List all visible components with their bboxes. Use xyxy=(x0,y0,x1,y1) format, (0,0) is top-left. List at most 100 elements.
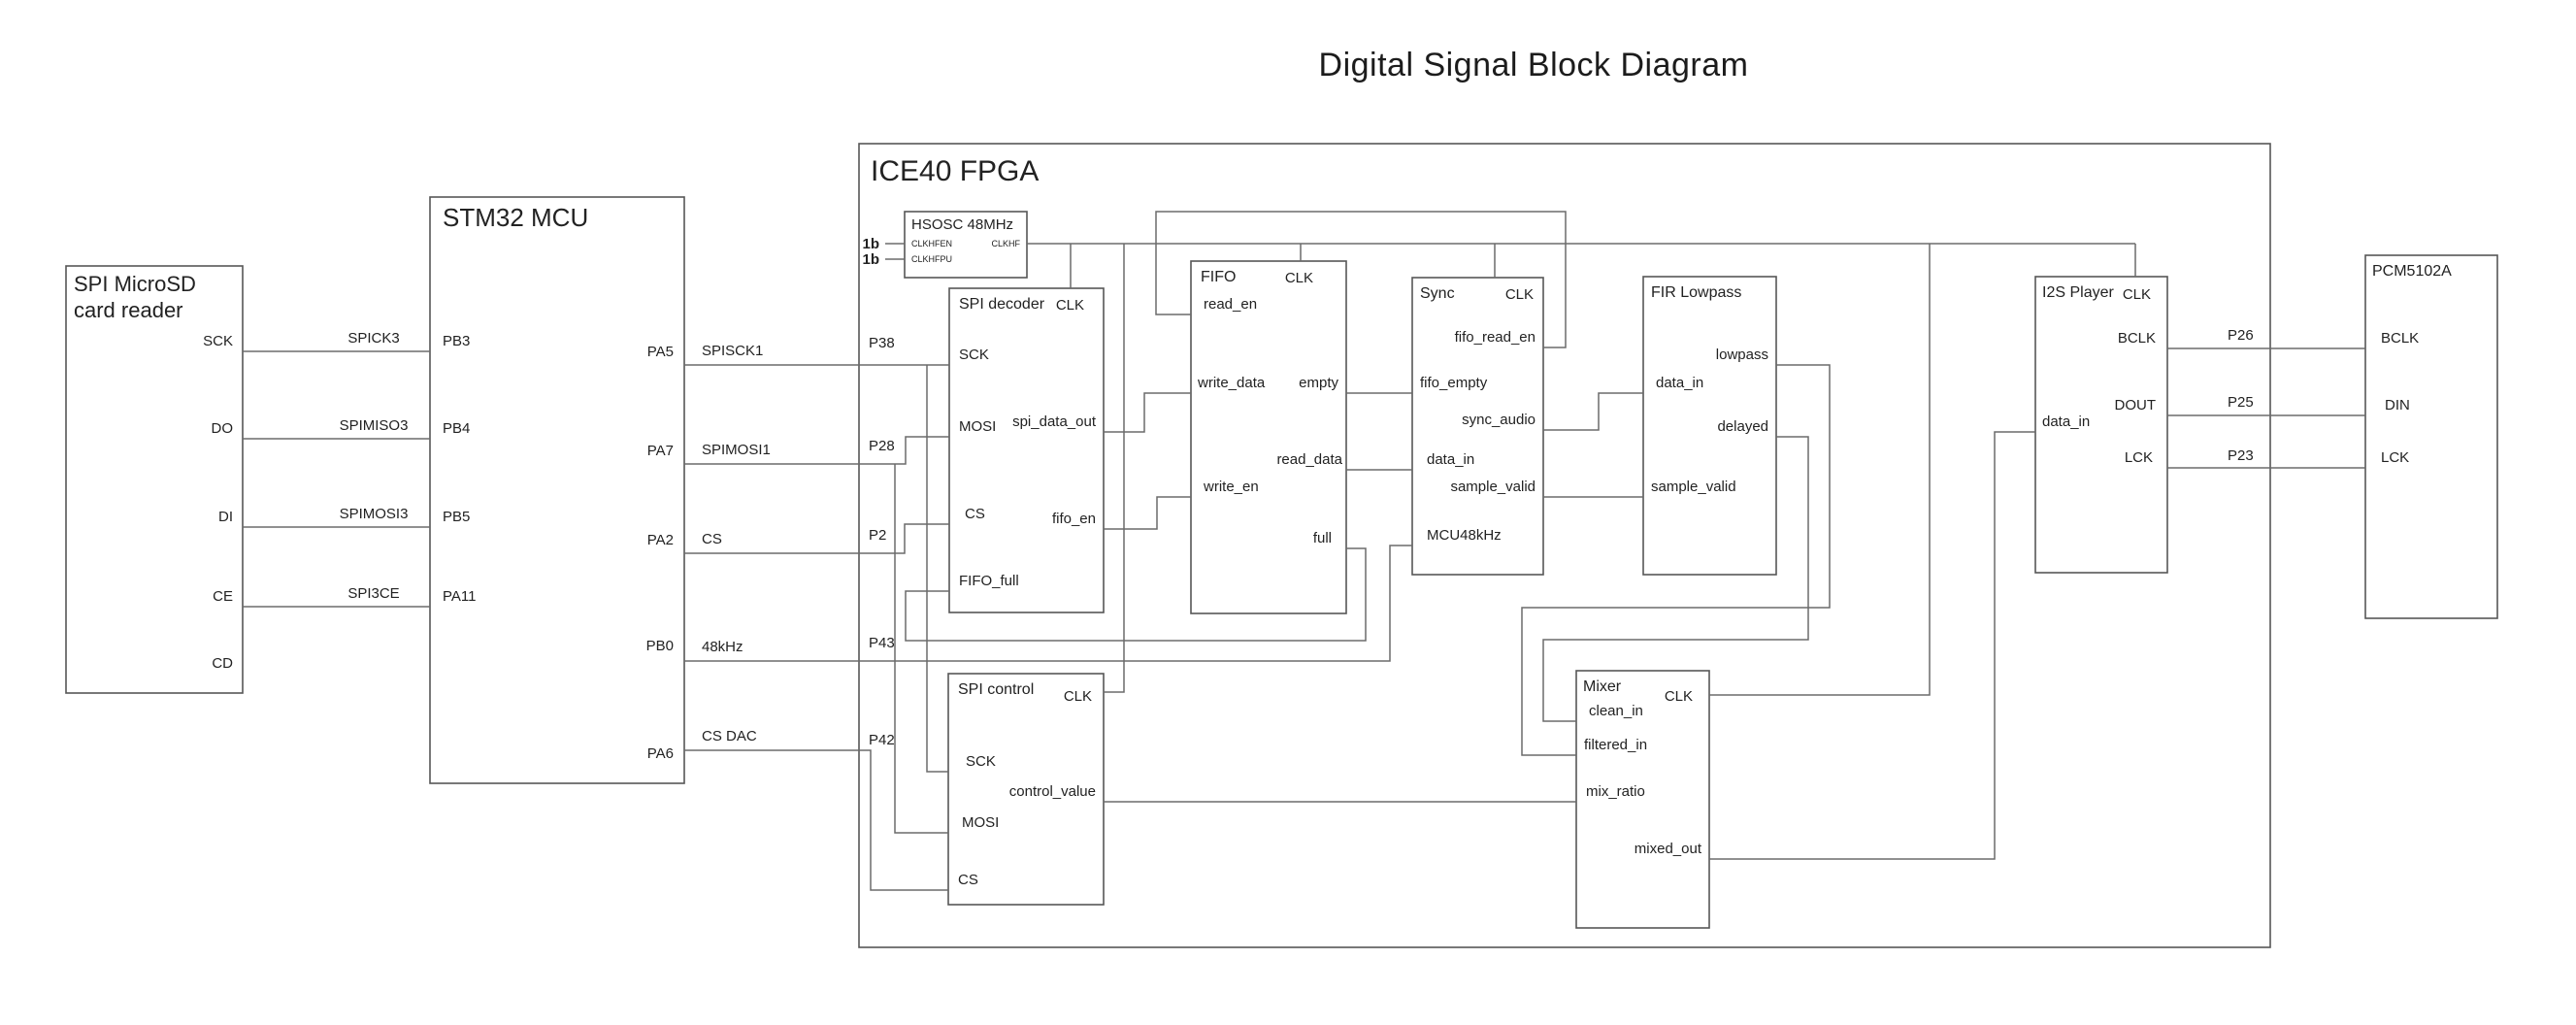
pin-label-fifo-read_en: read_en xyxy=(1204,296,1257,313)
wire-sync-audio xyxy=(1543,392,1643,431)
wire-fifo-full-return xyxy=(905,547,1367,642)
pin-label-spi-decoder-cs: CS xyxy=(965,506,985,522)
block-title-stm32-mcu: STM32 MCU xyxy=(443,203,588,232)
pin-label-fifo-clk: CLK xyxy=(1285,270,1313,286)
wire-mosi-to-spi-control xyxy=(894,464,948,834)
wire-fifo-en xyxy=(1104,496,1191,530)
wire-label-1b: 1b xyxy=(862,251,879,268)
pin-label-i2s-player-lck: LCK xyxy=(2125,449,2153,466)
pin-label-mixer-mixed_out: mixed_out xyxy=(1635,841,1702,857)
block-spi-control xyxy=(947,673,1105,906)
pin-label-mixer-mix_ratio: mix_ratio xyxy=(1586,783,1645,800)
pin-label-hsosc-48mhz-clkhfen: CLKHFEN xyxy=(911,239,952,248)
wire-label-cs-dac: CS DAC xyxy=(702,728,757,744)
block-title-fir-lowpass: FIR Lowpass xyxy=(1651,284,1741,301)
pin-label-fifo-write_data: write_data xyxy=(1197,375,1266,391)
block-title-fifo: FIFO xyxy=(1201,269,1236,285)
block-ice40-fpga xyxy=(858,143,2271,948)
pin-label-sd-card-reader-ce: CE xyxy=(213,588,233,605)
wire-sck-to-spi-control xyxy=(926,365,948,773)
wire-spi-data-out xyxy=(1104,392,1191,433)
pin-label-stm32-mcu-pb5: PB5 xyxy=(443,509,470,525)
pin-label-i2s-player-dout: DOUT xyxy=(2115,397,2157,413)
wire-label-p2: P2 xyxy=(869,527,886,544)
wire-label-p42: P42 xyxy=(869,732,895,748)
wire-label-spimosi3: SPIMOSI3 xyxy=(340,506,409,522)
pin-label-sync-sync_audio: sync_audio xyxy=(1462,412,1536,428)
pin-label-stm32-mcu-pa2: PA2 xyxy=(647,532,674,548)
block-title-ice40-fpga: ICE40 FPGA xyxy=(871,155,1039,187)
wire-label-p23: P23 xyxy=(2228,447,2254,464)
pin-label-fir-lowpass-lowpass: lowpass xyxy=(1716,347,1768,363)
pin-label-sync-data_in: data_in xyxy=(1427,451,1474,468)
block-sync xyxy=(1411,277,1544,576)
pin-label-sd-card-reader-do: DO xyxy=(212,420,234,437)
pin-label-i2s-player-data_in: data_in xyxy=(2042,413,2090,430)
pin-label-fifo-empty: empty xyxy=(1299,375,1338,391)
pin-label-fir-lowpass-sample_valid: sample_valid xyxy=(1651,479,1736,495)
pin-label-fir-lowpass-data_in: data_in xyxy=(1656,375,1703,391)
pin-label-pcm5102a-bclk: BCLK xyxy=(2381,330,2419,347)
wire-label-48khz: 48kHz xyxy=(702,639,743,655)
wire-lowpass-to-filtered-in xyxy=(1521,364,1831,756)
pin-label-sd-card-reader-cd: CD xyxy=(212,655,233,672)
pin-label-stm32-mcu-pa7: PA7 xyxy=(647,443,674,459)
pin-label-sync-fifo_empty: fifo_empty xyxy=(1420,375,1488,391)
block-stm32-mcu xyxy=(429,196,685,784)
block-title-spi-control: SPI control xyxy=(958,681,1034,698)
block-fifo xyxy=(1190,260,1347,614)
pin-label-fir-lowpass-delayed: delayed xyxy=(1717,418,1768,435)
block-title-sync: Sync xyxy=(1420,285,1455,302)
wire-cs-dac-to-control xyxy=(684,749,948,891)
block-hsosc-48mhz xyxy=(904,211,1028,279)
wire-label-p25: P25 xyxy=(2228,394,2254,411)
wire-label-spisck1: SPISCK1 xyxy=(702,343,763,359)
block-mixer xyxy=(1575,670,1710,929)
pin-label-spi-decoder-mosi: MOSI xyxy=(959,418,996,435)
wire-label-p28: P28 xyxy=(869,438,895,454)
block-title-sd-card-reader: card reader xyxy=(74,298,183,322)
diagram-title: Digital Signal Block Diagram xyxy=(1318,47,1749,83)
wire-spimosi1 xyxy=(684,436,949,465)
block-title-hsosc-48mhz: HSOSC 48MHz xyxy=(911,216,1013,233)
pin-label-stm32-mcu-pb4: PB4 xyxy=(443,420,470,437)
wire-mixed-out-to-i2s xyxy=(1709,431,2035,860)
pin-label-hsosc-48mhz-clkhf: CLKHF xyxy=(991,239,1020,248)
wire-clk-to-spi-control xyxy=(1104,244,1125,693)
wire-fifo-read-en xyxy=(1155,211,1567,348)
pin-label-sync-clk: CLK xyxy=(1505,286,1534,303)
pin-label-spi-control-clk: CLK xyxy=(1064,688,1092,705)
pin-label-hsosc-48mhz-clkhfpu: CLKHFPU xyxy=(911,254,952,264)
pin-label-spi-decoder-clk: CLK xyxy=(1056,297,1084,314)
pin-label-stm32-mcu-pb0: PB0 xyxy=(646,638,674,654)
pin-label-spi-decoder-fifo_full: FIFO_full xyxy=(959,573,1019,589)
block-title-pcm5102a: PCM5102A xyxy=(2372,263,2452,280)
pin-label-spi-control-control_value: control_value xyxy=(1009,783,1096,800)
pin-label-fifo-read_data: read_data xyxy=(1276,451,1342,468)
pin-label-sd-card-reader-di: DI xyxy=(218,509,233,525)
pin-label-spi-control-cs: CS xyxy=(958,872,978,888)
pin-label-stm32-mcu-pa11: PA11 xyxy=(443,588,476,605)
block-title-i2s-player: I2S Player xyxy=(2042,284,2114,301)
pin-label-spi-decoder-fifo_en: fifo_en xyxy=(1052,511,1096,527)
pin-label-stm32-mcu-pa5: PA5 xyxy=(647,344,674,360)
pin-label-spi-control-mosi: MOSI xyxy=(962,814,999,831)
pin-label-mixer-clk: CLK xyxy=(1665,688,1693,705)
wire-label-spick3: SPICK3 xyxy=(347,330,399,347)
block-title-mixer: Mixer xyxy=(1583,678,1622,695)
pin-label-spi-decoder-sck: SCK xyxy=(959,347,989,363)
pin-label-spi-control-sck: SCK xyxy=(966,753,996,770)
pin-label-sd-card-reader-sck: SCK xyxy=(203,333,233,349)
wire-label-p26: P26 xyxy=(2228,327,2254,344)
block-fir-lowpass xyxy=(1642,276,1777,576)
block-sd-card-reader xyxy=(65,265,244,694)
wire-clk-to-mixer xyxy=(1709,244,1931,696)
pin-label-pcm5102a-lck: LCK xyxy=(2381,449,2409,466)
pin-label-sync-fifo_read_en: fifo_read_en xyxy=(1455,329,1536,346)
pin-label-i2s-player-bclk: BCLK xyxy=(2118,330,2156,347)
pin-label-i2s-player-clk: CLK xyxy=(2123,286,2151,303)
pin-label-spi-decoder-spi_data_out: spi_data_out xyxy=(1012,413,1097,430)
block-title-spi-decoder: SPI decoder xyxy=(959,296,1045,313)
